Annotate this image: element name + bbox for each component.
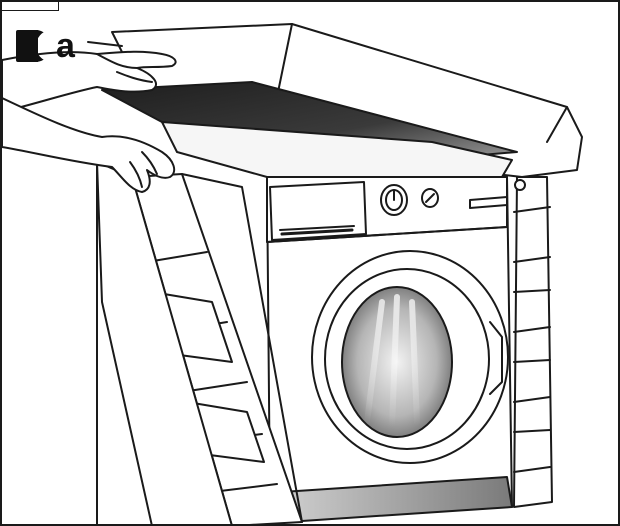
packaging-corner-right	[513, 176, 553, 508]
step-label-badge: a	[16, 26, 75, 66]
upper-hand	[2, 50, 177, 113]
label-leader-line	[87, 41, 123, 47]
step-marker-block	[16, 30, 38, 62]
lower-hand	[2, 97, 176, 193]
door-porthole	[311, 250, 509, 464]
control-display	[469, 196, 508, 209]
control-knob-small	[421, 188, 439, 208]
control-knob-large	[380, 184, 408, 216]
corner-tab	[2, 2, 59, 11]
step-marker-notch	[36, 30, 50, 62]
step-label: a	[56, 27, 75, 65]
